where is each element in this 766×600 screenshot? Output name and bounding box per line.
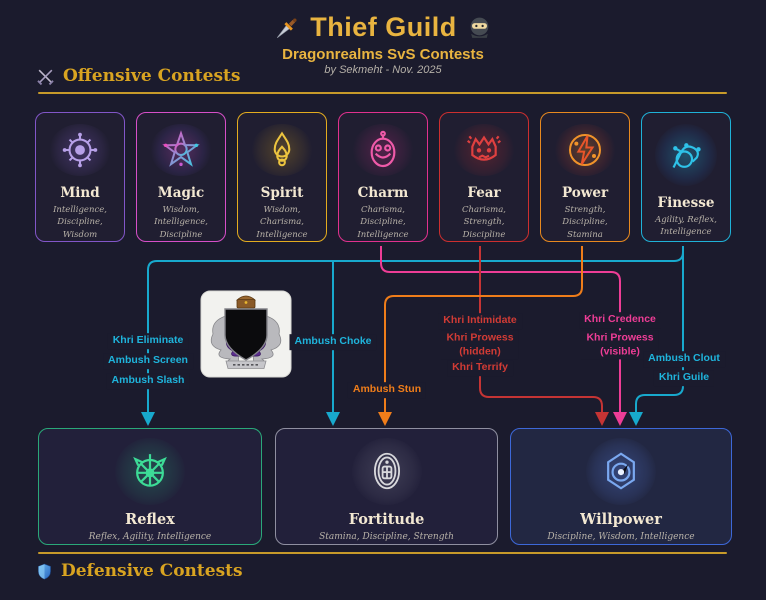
arrow-into-willpower-pink — [613, 412, 627, 426]
wire-finesse-willpower — [635, 246, 684, 412]
card-attrs-willpower: Discipline, Wisdom, Intelligence — [547, 531, 695, 542]
charm-icon — [370, 130, 396, 168]
card-attrs-fear: Charisma, Strength, Discipline — [461, 205, 507, 240]
card-attrs-power: Strength, Discipline, Stamina — [562, 205, 608, 240]
ninja-icon — [470, 17, 489, 38]
offensive-card-mind: Mind Intelligence, Discipline, Wisdom — [35, 112, 125, 242]
spirit-icon-glow — [251, 124, 313, 177]
card-title-power: Power — [561, 185, 609, 202]
page-title: Thief Guild — [310, 12, 457, 42]
arrow-into-fortitude-teal — [326, 412, 340, 426]
willpower-icon-glow — [586, 438, 656, 505]
card-title-magic: Magic — [157, 185, 205, 202]
charm-icon-glow — [352, 124, 414, 177]
offensive-card-magic: Magic Wisdom, Intelligence, Discipline — [136, 112, 226, 242]
page-header: Thief Guild Dragonrealms SvS Contests by… — [0, 12, 766, 76]
card-attrs-fortitude: Stamina, Discipline, Strength — [319, 531, 454, 542]
connector-label-ambush-stun: Ambush Stun — [347, 382, 427, 398]
offensive-card-fear: Fear Charisma, Strength, Discipline — [439, 112, 529, 242]
offensive-card-spirit: Spirit Wisdom, Charisma, Intelligence — [237, 112, 327, 242]
wire-fear-willpower — [479, 246, 603, 412]
dagger-icon — [277, 17, 297, 38]
card-attrs-mind: Intelligence, Discipline, Wisdom — [53, 205, 107, 240]
offensive-card-finesse: Finesse Agility, Reflex, Intelligence — [641, 112, 731, 242]
shield-icon — [38, 563, 51, 579]
connector-label-khri-terrify: Khri Terrify — [447, 360, 513, 376]
power-icon — [569, 134, 601, 167]
defensive-card-reflex: Reflex Reflex, Agility, Intelligence — [38, 428, 262, 545]
crest-treasure-chest — [235, 295, 257, 309]
arrow-into-reflex — [141, 412, 155, 426]
card-attrs-spirit: Wisdom, Charisma, Intelligence — [256, 205, 308, 240]
card-title-fear: Fear — [467, 185, 501, 202]
mind-icon-glow — [49, 124, 111, 177]
offensive-card-charm: Charm Charisma, Discipline, Intelligence — [338, 112, 428, 242]
crest-banner — [225, 360, 267, 369]
connector-label-ambush-slash: Ambush Slash — [106, 373, 190, 389]
crossed-swords-icon — [37, 69, 54, 85]
mind-icon — [62, 132, 98, 168]
finesse-icon-glow — [655, 124, 717, 186]
crest-shield — [224, 308, 268, 361]
willpower-icon — [607, 452, 635, 491]
connector-label-khri-intimidate: Khri Intimidate — [438, 313, 522, 329]
card-title-mind: Mind — [60, 185, 100, 202]
card-attrs-charm: Charisma, Discipline, Intelligence — [357, 205, 409, 240]
offensive-cards-row: Mind Intelligence, Discipline, Wisdom — [35, 112, 731, 242]
reflex-icon — [133, 454, 167, 488]
fear-icon-glow — [453, 124, 515, 177]
fortitude-icon-glow — [351, 438, 422, 505]
card-attrs-reflex: Reflex, Agility, Intelligence — [88, 531, 212, 542]
connector-label-khri-credence: Khri Credence — [579, 312, 661, 328]
connector-label-khri-eliminate: Khri Eliminate — [107, 333, 189, 349]
card-title-willpower: Willpower — [580, 510, 662, 528]
connector-label-khri-guile: Khri Guile — [653, 370, 715, 386]
card-title-fortitude: Fortitude — [348, 510, 425, 528]
power-icon-glow — [554, 124, 616, 177]
wire-arrowheads — [141, 412, 643, 426]
defensive-section-title: Defensive Contests — [61, 561, 243, 581]
connector-label-ambush-screen: Ambush Screen — [103, 353, 193, 369]
magic-icon — [162, 130, 200, 167]
defensive-card-fortitude: Fortitude Stamina, Discipline, Strength — [275, 428, 498, 545]
finesse-icon — [672, 143, 701, 168]
connector-label-khri-prowess-hidden: Khri Prowess (hidden) — [441, 330, 519, 360]
offensive-section-header: Offensive Contests — [36, 66, 240, 86]
arrow-into-willpower-red — [595, 412, 609, 426]
offensive-divider — [38, 92, 727, 94]
card-title-charm: Charm — [357, 185, 409, 202]
spirit-icon — [273, 131, 291, 167]
connector-label-ambush-choke: Ambush Choke — [289, 334, 377, 350]
arrow-into-fortitude-orange — [378, 412, 392, 426]
fortitude-icon — [373, 453, 400, 490]
offensive-section-title: Offensive Contests — [63, 66, 241, 86]
page-subtitle: Dragonrealms SvS Contests — [282, 46, 484, 63]
defensive-divider — [38, 552, 727, 554]
fear-icon — [466, 135, 502, 161]
reflex-icon-glow — [115, 438, 185, 505]
byline: by Sekmeht - Nov. 2025 — [324, 64, 442, 76]
title-row: Thief Guild — [0, 12, 766, 43]
card-attrs-magic: Wisdom, Intelligence, Discipline — [154, 205, 208, 240]
thief-guild-crest — [200, 290, 292, 378]
card-title-reflex: Reflex — [125, 510, 175, 528]
defensive-section-header: Defensive Contests — [36, 561, 243, 581]
magic-icon-glow — [150, 124, 212, 177]
defensive-card-willpower: Willpower Discipline, Wisdom, Intelligen… — [510, 428, 732, 545]
arrow-into-willpower-teal — [629, 412, 643, 426]
connector-label-ambush-clout: Ambush Clout — [643, 351, 725, 367]
offensive-card-power: Power Strength, Discipline, Stamina — [540, 112, 630, 242]
card-title-spirit: Spirit — [260, 185, 304, 202]
card-attrs-finesse: Agility, Reflex, Intelligence — [655, 215, 717, 238]
card-title-finesse: Finesse — [657, 195, 715, 211]
